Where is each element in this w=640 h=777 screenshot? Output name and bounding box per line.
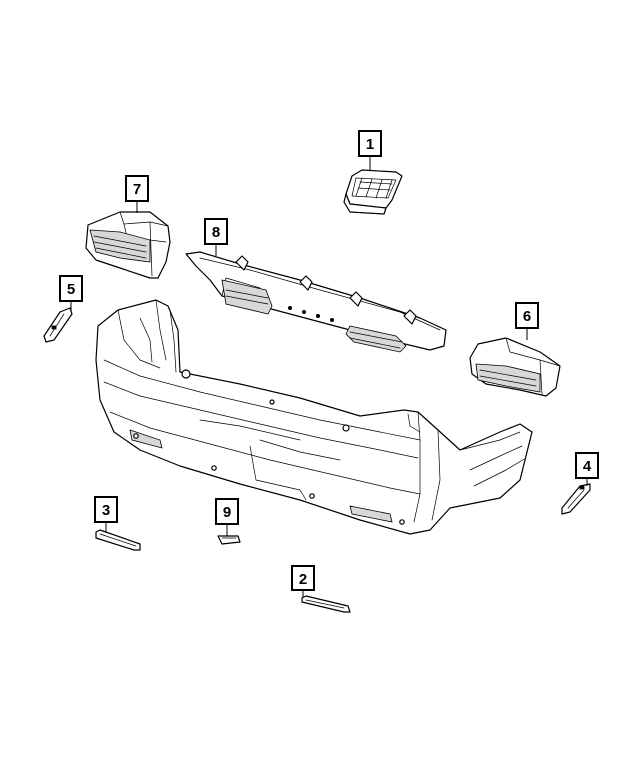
callout-5: 5 <box>59 275 83 302</box>
left-reflector-strip-part <box>95 529 141 551</box>
left-tail-lamp-part <box>85 211 171 279</box>
rear-bumper-fascia-part <box>95 299 533 535</box>
callout-label-2: 2 <box>299 571 307 588</box>
left-side-bracket-part <box>43 307 73 343</box>
callout-1: 1 <box>358 130 382 157</box>
callout-label-9: 9 <box>223 504 231 521</box>
right-side-bracket-part <box>561 483 591 515</box>
callout-6: 6 <box>515 302 539 329</box>
callout-3: 3 <box>94 496 118 523</box>
callout-label-6: 6 <box>523 308 531 325</box>
callout-7: 7 <box>125 175 149 202</box>
center-tail-lamp-bar-part <box>185 251 447 353</box>
license-lamp-bracket-part <box>343 169 403 215</box>
callout-9: 9 <box>215 498 239 525</box>
sensor-clip-part <box>217 535 241 545</box>
callout-label-8: 8 <box>212 224 220 241</box>
callout-label-4: 4 <box>583 458 592 475</box>
callout-label-7: 7 <box>133 181 141 198</box>
right-tail-lamp-part <box>469 337 561 397</box>
callout-8: 8 <box>204 218 228 245</box>
callout-4: 4 <box>575 452 599 479</box>
callout-label-5: 5 <box>67 281 75 298</box>
callout-label-1: 1 <box>366 136 374 153</box>
callout-label-3: 3 <box>102 502 110 519</box>
callout-2: 2 <box>291 565 315 591</box>
lower-reflector-strip-part <box>301 595 351 613</box>
